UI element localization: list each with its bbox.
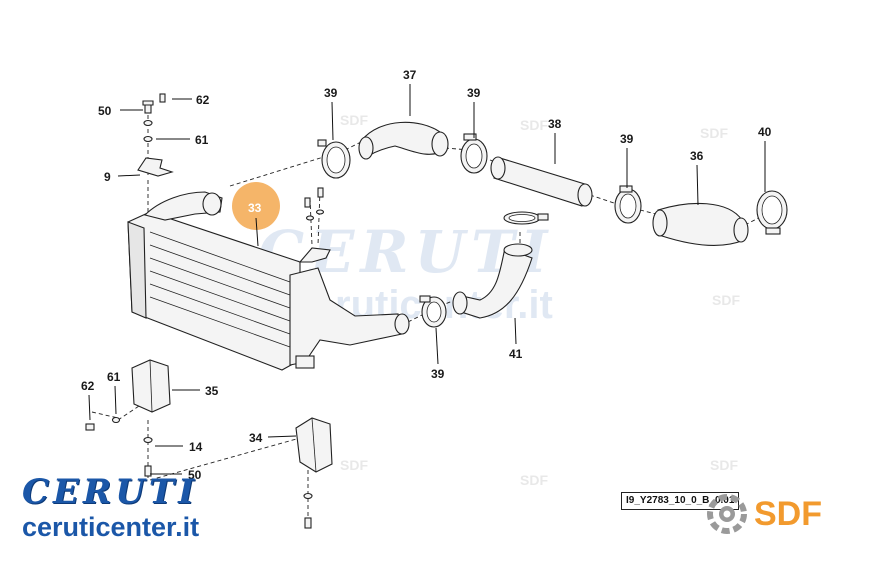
label-39-d: 39 (431, 367, 445, 381)
bracket-34 (295, 417, 333, 529)
sdf-wordmark: SDF (754, 495, 822, 533)
clamp-39-c (614, 185, 642, 224)
sdf-brand: SDF (706, 493, 822, 535)
watermark-sdf-4: SDF (712, 292, 740, 308)
bracket-right-top (298, 187, 331, 263)
watermark-sdf-5: SDF (520, 472, 548, 488)
leader-lines (88, 84, 766, 475)
hose-37 (358, 121, 449, 160)
label-61-bottom: 61 (107, 370, 121, 384)
label-39-c: 39 (620, 132, 634, 146)
clamp-41-top (503, 211, 549, 225)
clamp-39-d (419, 295, 447, 328)
label-14: 14 (189, 440, 203, 454)
part-labels: 50 62 61 9 33 39 37 39 38 39 36 40 41 39… (81, 68, 772, 482)
clamp-40 (756, 190, 788, 235)
sdf-gear-logo-icon (707, 494, 747, 534)
label-37: 37 (403, 68, 417, 82)
label-39-a: 39 (324, 86, 338, 100)
label-33: 33 (248, 201, 262, 215)
ceruti-brand-block: CERUTI ceruticenter.it (22, 474, 262, 542)
ceruti-logo: CERUTI (22, 472, 199, 512)
watermark-sdf-3: SDF (700, 125, 728, 141)
label-39-b: 39 (467, 86, 481, 100)
label-35: 35 (205, 384, 219, 398)
hose-36 (652, 202, 749, 247)
label-38: 38 (548, 117, 562, 131)
watermark-sdf-1: SDF (340, 112, 368, 128)
bracket-35 (85, 359, 171, 477)
label-9: 9 (104, 170, 111, 184)
label-50-top: 50 (98, 104, 112, 118)
pipe-38 (490, 156, 593, 207)
label-34: 34 (249, 431, 263, 445)
clamp-39-b (460, 133, 488, 174)
bracket-9 (137, 93, 174, 177)
watermark-sdf-2: SDF (520, 117, 548, 133)
clamp-39-a (317, 139, 351, 179)
label-50-bottom: 50 (188, 468, 202, 482)
watermark-sdf-7: SDF (710, 457, 738, 473)
highlight-marker (232, 182, 280, 230)
label-41: 41 (509, 347, 523, 361)
intercooler-33 (127, 191, 410, 371)
label-61-top: 61 (195, 133, 209, 147)
label-62-bottom: 62 (81, 379, 95, 393)
label-40: 40 (758, 125, 772, 139)
label-62-top: 62 (196, 93, 210, 107)
label-36: 36 (690, 149, 704, 163)
ceruti-site-url: ceruticenter.it (22, 512, 200, 542)
hose-41 (452, 243, 533, 319)
watermark-sdf-6: SDF (340, 457, 368, 473)
